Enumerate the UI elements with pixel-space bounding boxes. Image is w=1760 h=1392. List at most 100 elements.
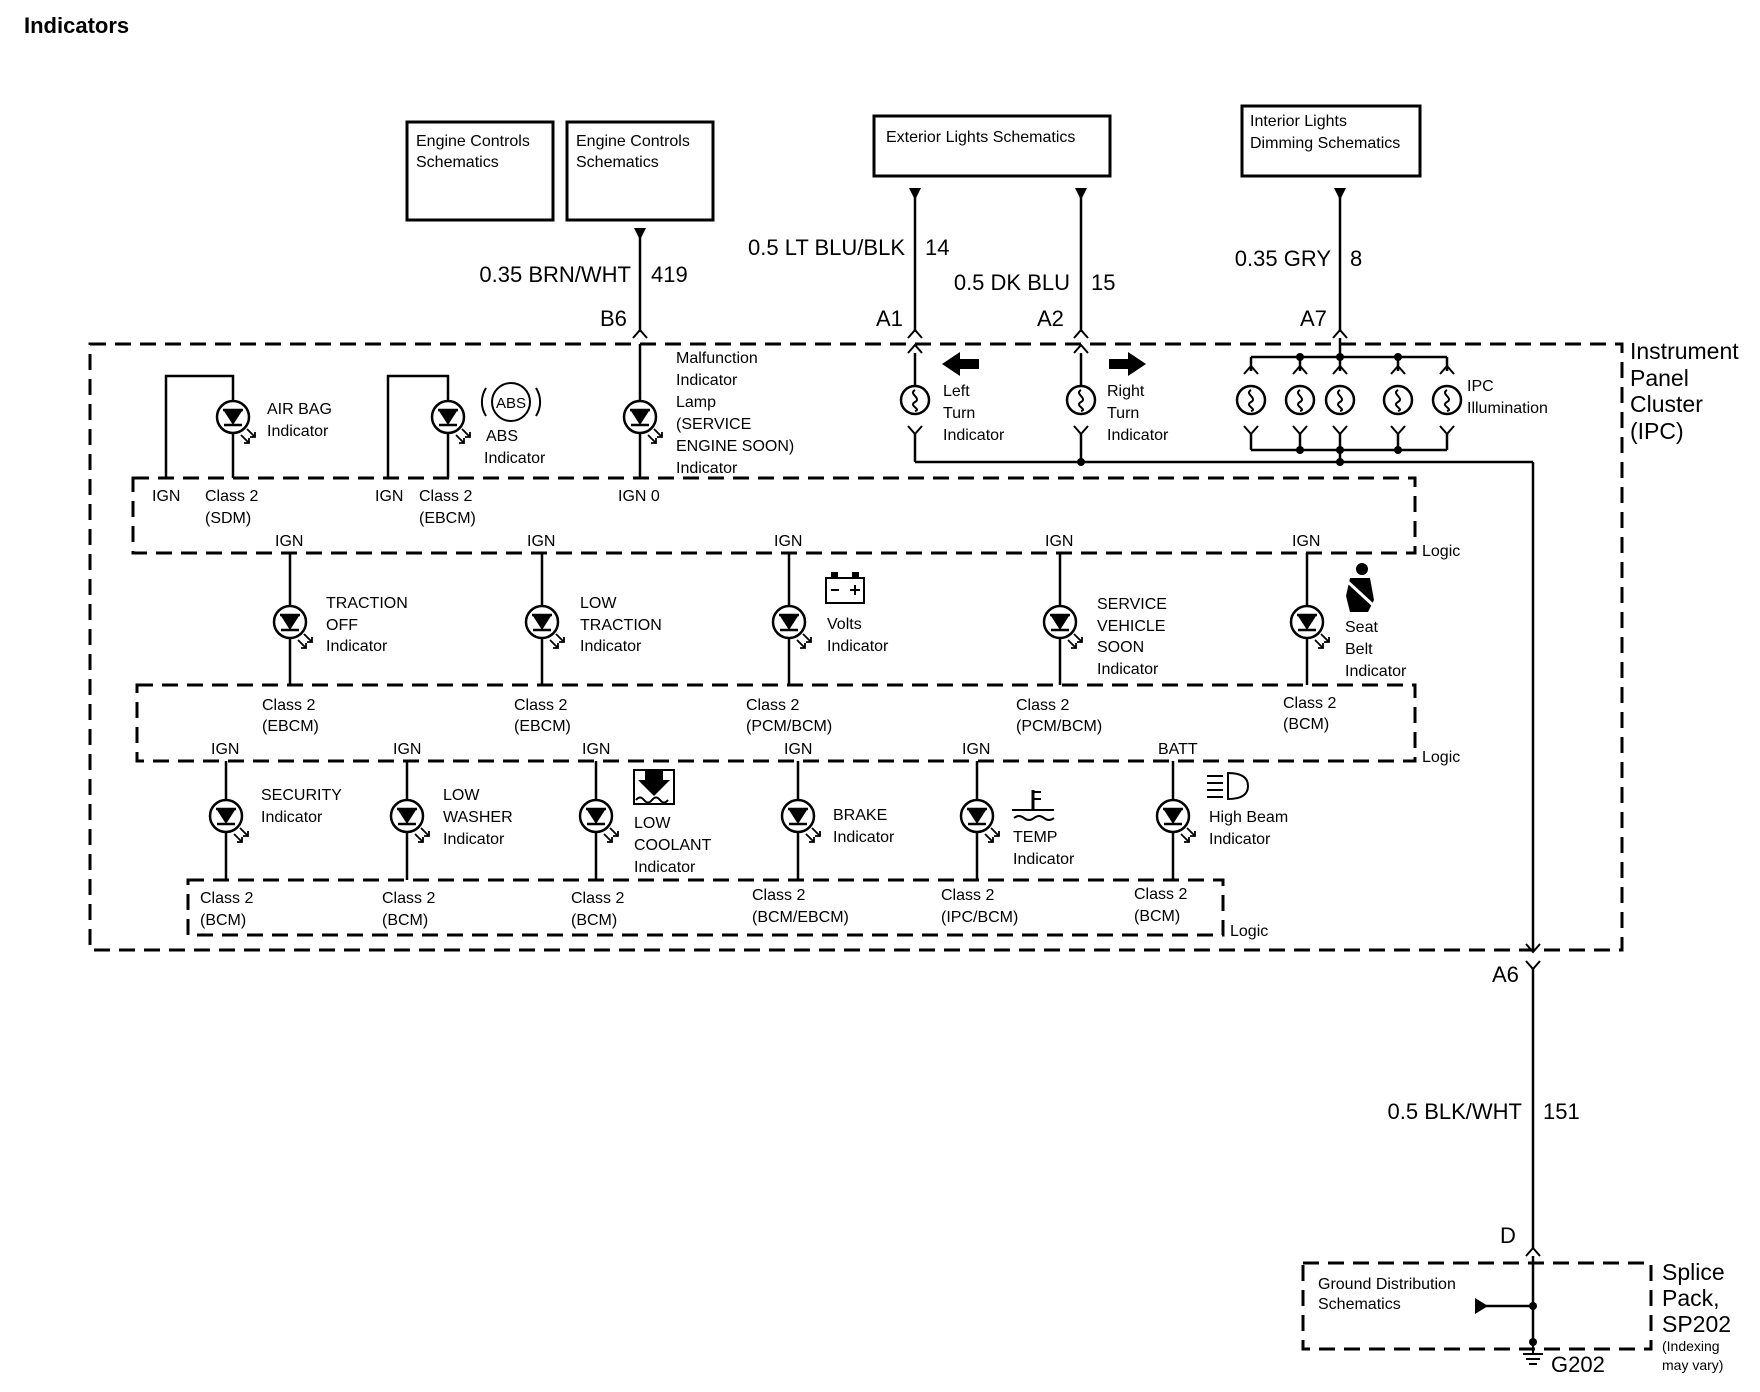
svg-text:ENGINE SOON): ENGINE SOON)	[676, 438, 794, 455]
svg-text:Volts: Volts	[827, 616, 862, 633]
engine-controls-box-1[interactable]: Engine Controls Schematics	[405, 120, 555, 222]
interior-lights-box[interactable]: Interior Lights Dimming Schematics	[1240, 104, 1422, 178]
wire-8: 0.35 GRY 8 A7	[1235, 188, 1362, 332]
svg-text:Class 2: Class 2	[514, 697, 567, 714]
svg-text:Class 2: Class 2	[262, 697, 315, 714]
svg-text:Right: Right	[1107, 383, 1145, 400]
svg-text:151: 151	[1543, 1099, 1580, 1124]
engine-controls-box-2[interactable]: Engine Controls Schematics	[565, 120, 715, 222]
ipc-label: Instrument Panel Cluster (IPC)	[1630, 338, 1739, 444]
svg-text:IGN: IGN	[774, 533, 802, 550]
svg-text:Panel: Panel	[1630, 365, 1689, 391]
svg-text:SP202: SP202	[1662, 1311, 1731, 1337]
svg-text:Turn: Turn	[943, 405, 975, 422]
mil-indicator: Malfunction Indicator Lamp (SERVICE ENGI…	[618, 344, 794, 505]
svg-text:Indicator: Indicator	[484, 450, 546, 467]
svg-text:0.5 BLK/WHT: 0.5 BLK/WHT	[1388, 1099, 1522, 1124]
svg-text:0.35 BRN/WHT: 0.35 BRN/WHT	[479, 262, 631, 287]
seat-belt-icon	[1346, 563, 1376, 612]
high-beam-icon	[1207, 771, 1250, 801]
svg-text:Indicator: Indicator	[267, 423, 329, 440]
battery-icon	[825, 572, 865, 604]
abs-indicator: ABS ABS Indicator IGN Class 2 (EBCM)	[375, 374, 546, 527]
svg-text:IGN: IGN	[275, 533, 303, 550]
svg-text:A6: A6	[1492, 962, 1519, 987]
svg-text:(IPC/BCM): (IPC/BCM)	[941, 909, 1018, 926]
svg-text:Belt: Belt	[1345, 641, 1373, 658]
svg-text:419: 419	[651, 262, 688, 287]
svg-text:IGN: IGN	[962, 741, 990, 758]
svg-text:Indicator: Indicator	[676, 372, 738, 389]
page-title: Indicators	[24, 13, 129, 38]
ground-icon	[1523, 1346, 1543, 1365]
svg-text:BATT: BATT	[1158, 741, 1198, 758]
logic-box-2	[135, 683, 1417, 763]
svg-text:(Indexing: (Indexing	[1662, 1338, 1720, 1354]
svg-text:SOON: SOON	[1097, 639, 1144, 656]
svg-text:IGN 0: IGN 0	[618, 488, 660, 505]
svg-text:(PCM/BCM): (PCM/BCM)	[1016, 718, 1102, 735]
svg-text:SERVICE: SERVICE	[1097, 596, 1167, 613]
svg-text:(BCM): (BCM)	[200, 912, 246, 929]
svg-text:Class 2: Class 2	[419, 488, 472, 505]
svg-text:IGN: IGN	[375, 488, 403, 505]
svg-text:LOW: LOW	[580, 595, 617, 612]
svg-text:Class 2: Class 2	[200, 890, 253, 907]
logic-label-1: Logic	[1422, 543, 1460, 560]
svg-text:(PCM/BCM): (PCM/BCM)	[746, 718, 832, 735]
security-indicator: IGN SECURITY Indicator Class 2 (BCM)	[200, 741, 342, 929]
svg-text:G202: G202	[1551, 1352, 1605, 1377]
svg-text:(BCM): (BCM)	[1134, 908, 1180, 925]
temperature-icon	[1012, 790, 1055, 821]
svg-text:Indicator: Indicator	[1097, 661, 1159, 678]
wire-14: 0.5 LT BLU/BLK 14 A1	[748, 188, 949, 332]
splice-pack-sp202: G202 Ground Distribution Schematics Spli…	[1301, 1256, 1731, 1377]
svg-text:TRACTION: TRACTION	[326, 595, 408, 612]
logic-box-1	[131, 476, 1417, 555]
svg-text:(BCM): (BCM)	[1283, 716, 1329, 733]
svg-text:Seat: Seat	[1345, 619, 1378, 636]
svg-text:(BCM): (BCM)	[382, 912, 428, 929]
svg-text:Indicator: Indicator	[1013, 851, 1075, 868]
svg-text:Indicator: Indicator	[326, 638, 388, 655]
svg-text:0.5 DK BLU: 0.5 DK BLU	[954, 270, 1070, 295]
high-beam-indicator: BATT High Beam Indicator Class 2 (BCM)	[1134, 741, 1288, 925]
low-washer-indicator: IGN LOW WASHER Indicator Class 2 (BCM)	[382, 741, 513, 929]
svg-text:Class 2: Class 2	[205, 488, 258, 505]
svg-text:Exterior Lights Schematics: Exterior Lights Schematics	[886, 129, 1075, 146]
svg-text:Indicator: Indicator	[1107, 427, 1169, 444]
svg-text:Lamp: Lamp	[676, 394, 716, 411]
svg-text:(EBCM): (EBCM)	[514, 718, 571, 735]
svg-text:Ground Distribution: Ground Distribution	[1318, 1276, 1456, 1293]
svg-text:Indicator: Indicator	[943, 427, 1005, 444]
svg-text:Class 2: Class 2	[746, 697, 799, 714]
svg-text:Indicator: Indicator	[634, 859, 696, 876]
connector-chevrons-top	[632, 328, 1348, 339]
svg-text:IGN: IGN	[211, 741, 239, 758]
svg-text:Left: Left	[943, 383, 970, 400]
svg-text:Indicator: Indicator	[676, 460, 738, 477]
svg-text:Interior Lights: Interior Lights	[1250, 113, 1347, 130]
svg-text:Schematics: Schematics	[416, 154, 499, 171]
exterior-lights-box[interactable]: Exterior Lights Schematics	[872, 114, 1112, 178]
svg-text:Indicator: Indicator	[1209, 831, 1271, 848]
svg-text:Class 2: Class 2	[571, 890, 624, 907]
svg-text:Splice: Splice	[1662, 1259, 1725, 1285]
left-turn-indicator: Left Turn Indicator	[899, 343, 1005, 462]
left-arrow-icon	[942, 352, 979, 376]
svg-text:Indicator: Indicator	[443, 831, 505, 848]
svg-text:Cluster: Cluster	[1630, 391, 1703, 417]
svg-text:TEMP: TEMP	[1013, 829, 1057, 846]
svg-text:Class 2: Class 2	[941, 887, 994, 904]
svg-text:Class 2: Class 2	[1134, 886, 1187, 903]
svg-text:Dimming Schematics: Dimming Schematics	[1250, 135, 1400, 152]
ipc-boundary	[88, 342, 1624, 952]
svg-text:0.35 GRY: 0.35 GRY	[1235, 246, 1332, 271]
svg-text:Indicator: Indicator	[261, 809, 323, 826]
svg-text:(EBCM): (EBCM)	[419, 510, 476, 527]
svg-text:D: D	[1500, 1223, 1516, 1248]
svg-text:IGN: IGN	[1045, 533, 1073, 550]
svg-text:(BCM/EBCM): (BCM/EBCM)	[752, 909, 849, 926]
svg-text:Class 2: Class 2	[1016, 697, 1069, 714]
